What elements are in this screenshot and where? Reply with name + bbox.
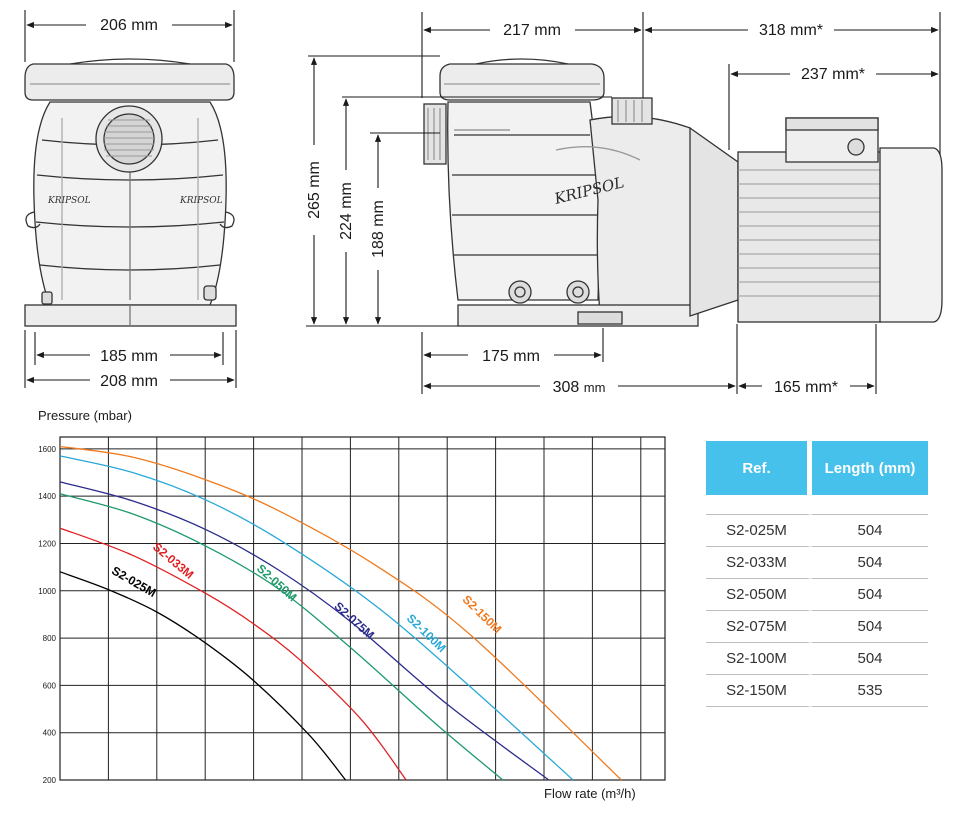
- chart-grid: [59, 436, 666, 781]
- cell-ref: S2-033M: [706, 547, 812, 579]
- header-ref: Ref.: [706, 441, 812, 495]
- y-tick-label: 200: [43, 776, 57, 785]
- series-label-s2-025m: S2-025M: [109, 563, 158, 599]
- y-tick-label: 800: [43, 634, 57, 643]
- cell-length: 504: [812, 514, 928, 547]
- cell-ref: S2-100M: [706, 643, 812, 675]
- front-logo-left: KRIPSOL: [47, 196, 91, 206]
- series-line-s2-033m: [59, 527, 407, 781]
- dim-pump-length-value: 308: [553, 379, 580, 396]
- cell-length: 535: [812, 675, 928, 707]
- cell-ref: S2-150M: [706, 675, 812, 707]
- cell-length: 504: [812, 611, 928, 643]
- y-tick-label: 1000: [38, 587, 56, 596]
- cell-ref: S2-050M: [706, 579, 812, 611]
- series-line-s2-075m: [59, 481, 550, 781]
- chart-xlabel: Flow rate (m³/h): [544, 786, 636, 801]
- cell-length: 504: [812, 643, 928, 675]
- dim-side-prefilter: 217 mm: [503, 22, 561, 39]
- dim-motor-body: 237 mm*: [801, 66, 865, 83]
- dim-front-width-top: 206 mm: [100, 17, 158, 34]
- cell-ref: S2-075M: [706, 611, 812, 643]
- spec-table-header: Ref. Length (mm): [706, 441, 928, 495]
- chart-ylabel: Pressure (mbar): [38, 408, 132, 423]
- chart-y-ticks: 1600 1400 1200 1000 800 600 400 200: [38, 445, 56, 785]
- dim-pump-length-unit: mm: [584, 380, 606, 395]
- cell-length: 504: [812, 579, 928, 611]
- y-tick-label: 400: [43, 729, 57, 738]
- y-tick-label: 1200: [38, 539, 56, 548]
- series-label-s2-075m: S2-075M: [331, 599, 377, 642]
- chart-series-lines: [59, 445, 622, 781]
- dimension-lines: [24, 10, 941, 394]
- series-label-s2-050m: S2-050M: [254, 561, 300, 604]
- dim-height-inlet: 188 mm: [370, 200, 387, 258]
- side-view-drawing: [423, 58, 943, 327]
- cell-length: 504: [812, 547, 928, 579]
- y-tick-label: 600: [43, 681, 57, 690]
- front-view-drawing: [24, 58, 237, 327]
- dim-motor-total: 318 mm*: [759, 22, 823, 39]
- performance-chart: Pressure (mbar) Flow rate (m³/h) 1600 140…: [38, 408, 666, 801]
- cell-ref: S2-025M: [706, 514, 812, 547]
- dim-motor-base: 165 mm*: [774, 379, 838, 396]
- dim-height-outlet: 224 mm: [338, 182, 355, 240]
- y-tick-label: 1400: [38, 492, 56, 501]
- series-line-s2-050m: [59, 493, 504, 781]
- dim-front-base: 208 mm: [100, 373, 158, 390]
- series-line-s2-025m: [59, 571, 347, 781]
- series-line-s2-150m: [59, 445, 622, 781]
- series-line-s2-100m: [59, 455, 574, 781]
- dim-front-base-inner: 185 mm: [100, 348, 158, 365]
- front-logo-right: KRIPSOL: [179, 196, 223, 206]
- dim-pump-length: 308 mm: [553, 379, 606, 396]
- header-length: Length (mm): [812, 441, 928, 495]
- y-tick-label: 1600: [38, 445, 56, 454]
- dim-height-total: 265 mm: [306, 161, 323, 219]
- dim-base-to-drain: 175 mm: [482, 348, 540, 365]
- series-label-s2-150m: S2-150M: [460, 592, 505, 636]
